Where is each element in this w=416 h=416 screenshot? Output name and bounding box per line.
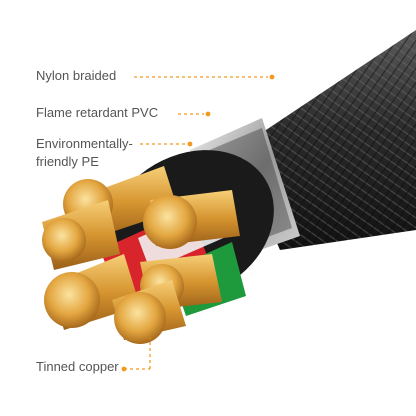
copper-leader-dot <box>121 366 127 372</box>
label-nylon-braided: Nylon braided <box>36 68 117 83</box>
copper-strand-group-bottom <box>112 280 186 344</box>
label-flame-retardant-pvc: Flame retardant PVC <box>36 105 159 120</box>
nylon-leader-dot <box>269 74 275 80</box>
copper-strand-group-left <box>42 200 120 270</box>
label-tinned-copper: Tinned copper <box>36 359 119 374</box>
copper-strand-group-center <box>143 190 240 249</box>
label-environmentally-friendly-pe-line1: Environmentally- <box>36 136 133 151</box>
label-environmentally-friendly-pe-line2: friendly PE <box>36 154 99 169</box>
callout-leaders <box>121 74 275 372</box>
pe-leader-dot <box>187 141 193 147</box>
pvc-leader-dot <box>205 111 211 117</box>
